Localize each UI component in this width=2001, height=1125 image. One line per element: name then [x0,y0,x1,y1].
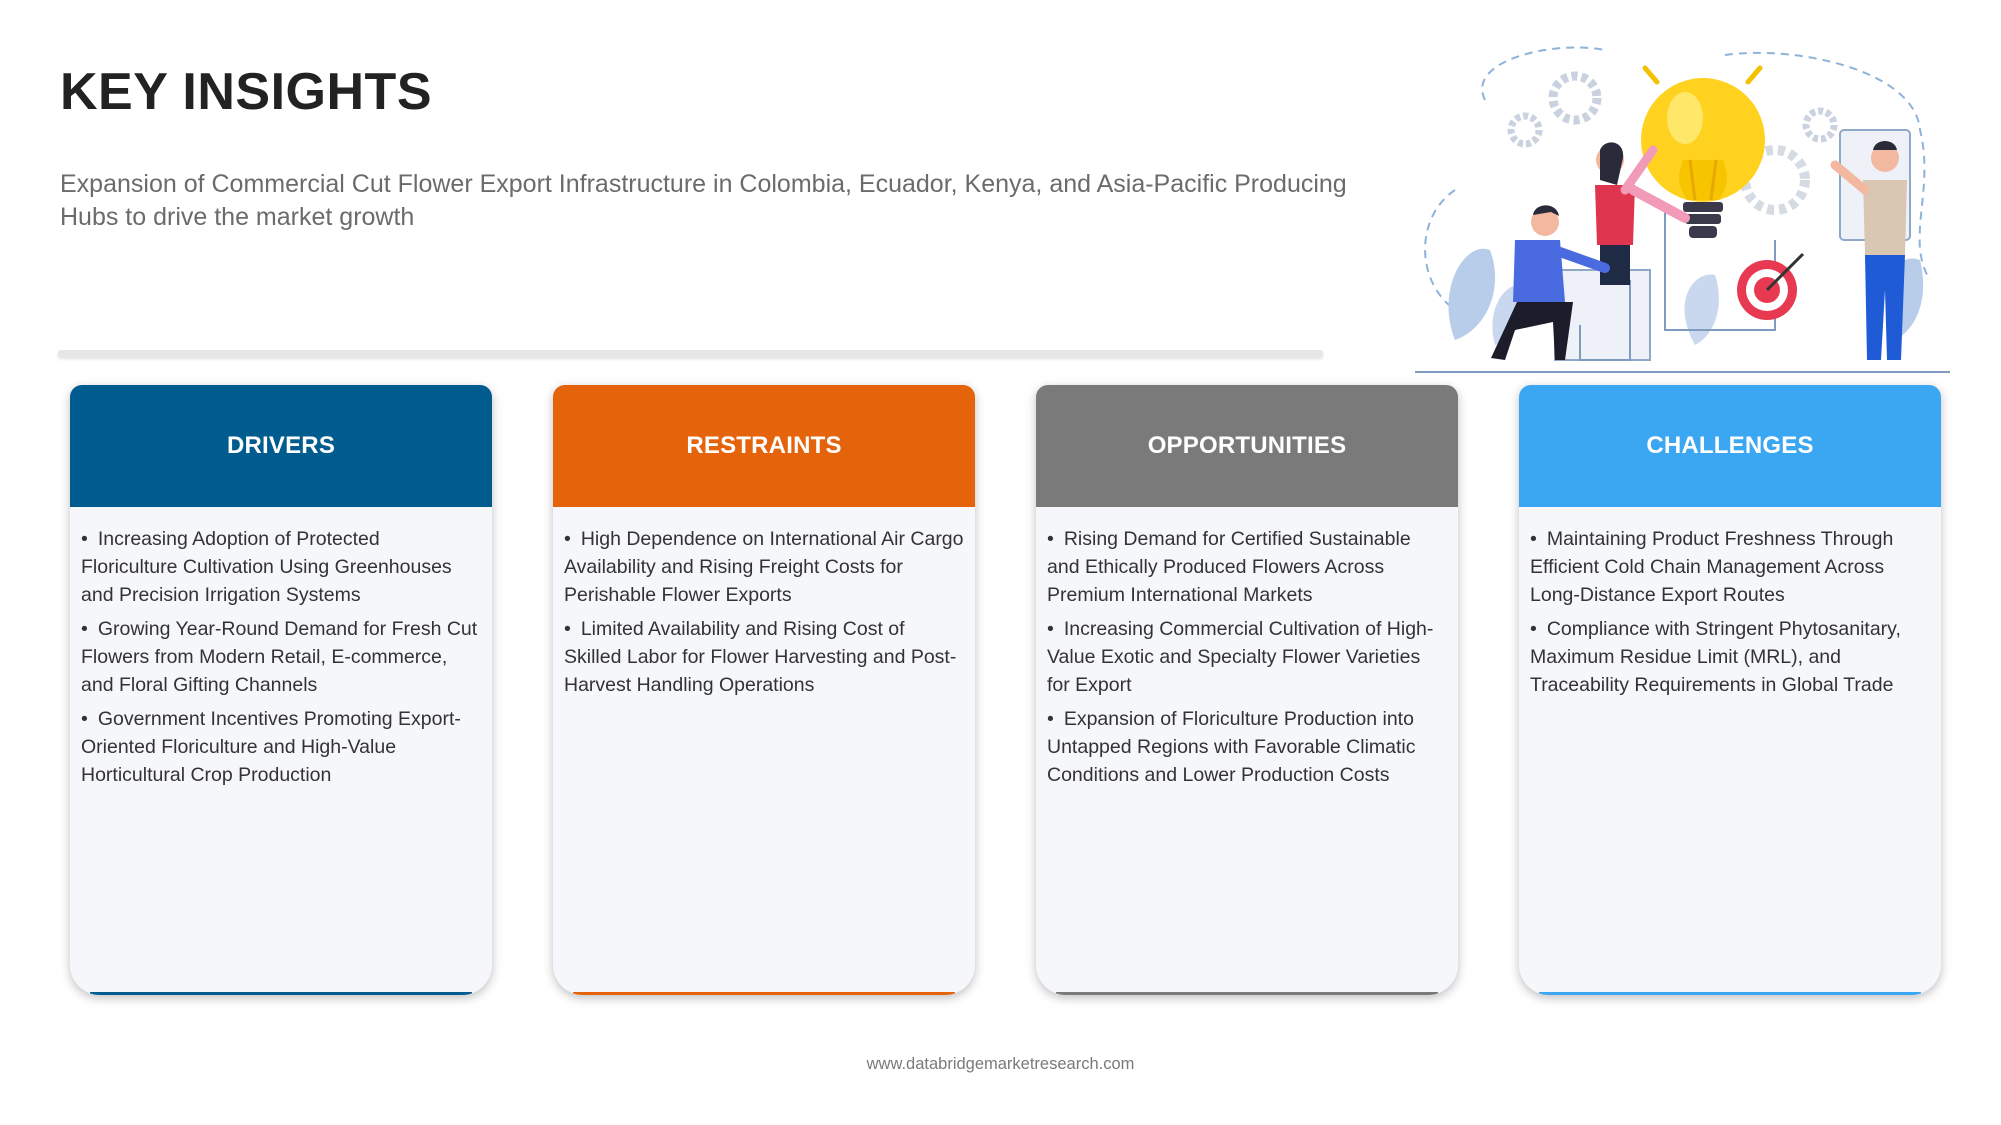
insight-cards: DRIVERS •Increasing Adoption of Protecte… [70,385,1942,1000]
card-drivers-header: DRIVERS [70,385,492,507]
list-item: •Growing Year-Round Demand for Fresh Cut… [81,618,478,696]
list-item: •Maintaining Product Freshness Through E… [1530,528,1894,606]
card-challenges: CHALLENGES •Maintaining Product Freshnes… [1519,385,1941,995]
list-item: •High Dependence on International Air Ca… [564,528,964,606]
list-item: •Compliance with Stringent Phytosanitary… [1530,618,1901,696]
list-item: •Increasing Commercial Cultivation of Hi… [1047,618,1434,696]
card-drivers-body: •Increasing Adoption of Protected Floric… [70,507,492,789]
list-item: •Expansion of Floriculture Production in… [1047,708,1416,786]
page-subtitle: Expansion of Commercial Cut Flower Expor… [60,170,1347,231]
card-restraints-header: RESTRAINTS [553,385,975,507]
card-challenges-header: CHALLENGES [1519,385,1941,507]
card-restraints: RESTRAINTS •High Dependence on Internati… [553,385,975,995]
card-drivers-accent [90,992,472,995]
list-item: •Increasing Adoption of Protected Floric… [81,528,452,606]
header-divider [58,350,1323,357]
card-opportunities-header: OPPORTUNITIES [1036,385,1458,507]
footer-url[interactable]: www.databridgemarketresearch.com [866,1055,1135,1073]
lightbulb-teamwork-illustration [1415,46,1950,373]
page-title: KEY INSIGHTS [60,63,433,121]
card-challenges-body: •Maintaining Product Freshness Through E… [1519,507,1941,699]
card-drivers: DRIVERS •Increasing Adoption of Protecte… [70,385,492,995]
list-item: •Rising Demand for Certified Sustainable… [1047,528,1411,606]
card-opportunities-body: •Rising Demand for Certified Sustainable… [1036,507,1458,789]
card-opportunities-accent [1056,992,1438,995]
card-challenges-accent [1539,992,1921,995]
card-restraints-accent [573,992,955,995]
list-item: •Government Incentives Promoting Export-… [81,708,461,786]
list-item: •Limited Availability and Rising Cost of… [564,618,957,696]
card-opportunities: OPPORTUNITIES •Rising Demand for Certifi… [1036,385,1458,995]
card-restraints-body: •High Dependence on International Air Ca… [553,507,975,699]
